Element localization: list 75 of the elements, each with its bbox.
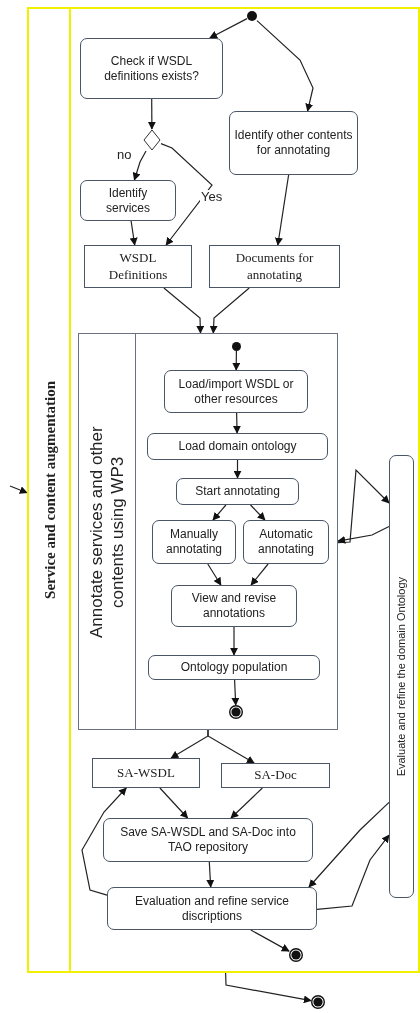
action-box [148, 655, 320, 680]
arrow [230, 787, 263, 819]
action-label: View and revise annotations [190, 591, 278, 621]
arrow [232, 412, 241, 434]
activity-frame [78, 333, 338, 730]
start-node [247, 11, 257, 21]
action-box [152, 520, 236, 564]
object-box [221, 763, 330, 788]
arrow [231, 679, 240, 706]
edge-label: Yes [200, 190, 224, 203]
arrow [250, 929, 290, 952]
end-node [289, 948, 303, 962]
arrow [337, 468, 390, 544]
action-box [176, 478, 299, 505]
arrow [132, 150, 147, 181]
arrow [160, 143, 213, 246]
arrow [233, 459, 242, 479]
arrow [209, 18, 248, 39]
arrow [225, 972, 312, 1004]
action-label: Start annotating [195, 484, 280, 499]
arrow [250, 563, 269, 586]
action-label: Identify other contents for annotating [234, 128, 353, 158]
action-box [164, 370, 308, 413]
action-box [107, 887, 317, 930]
arrow [256, 20, 314, 112]
arrow [209, 287, 250, 334]
arrow [274, 174, 290, 246]
arrow [232, 350, 241, 371]
arrow [163, 287, 205, 334]
arrow [147, 98, 156, 130]
action-box [389, 455, 414, 898]
start-node [232, 342, 241, 351]
object-box [209, 245, 340, 288]
action-label: Load/import WSDL or other resources [177, 376, 295, 407]
action-box [80, 38, 223, 99]
action-label: Ontology population [180, 660, 288, 675]
action-box [147, 433, 328, 460]
decision-diamond [143, 129, 161, 151]
action-label: Evaluation and refine service discriptions [133, 893, 291, 924]
action-label: Check if WSDL definitions exists? [103, 53, 200, 84]
object-box [84, 245, 192, 288]
arrow [159, 787, 189, 819]
arrow [206, 861, 215, 888]
swimlane [27, 7, 420, 973]
action-box [243, 520, 329, 564]
action-box [171, 585, 297, 627]
action-label: Manually annotating [164, 527, 224, 557]
action-box [229, 111, 358, 175]
arrow [207, 563, 222, 586]
action-box [103, 818, 313, 862]
arrow [308, 801, 390, 888]
arrow [249, 504, 266, 521]
arrow [212, 504, 227, 521]
object-label: Documents for annotating [234, 250, 315, 283]
action-label: Evaluate and refine the domain Ontology [394, 576, 409, 777]
frame-title: Annotate services and other contents using WP3 [86, 424, 128, 640]
lane-title: Service and content augmentation [41, 381, 60, 599]
object-label: SA-WSDL [117, 764, 175, 782]
arrow [230, 626, 238, 656]
arrow [9, 485, 28, 494]
end-node [311, 995, 325, 1009]
action-label: Identify services [105, 185, 151, 216]
object-label: SA-Doc [254, 767, 297, 784]
arrow [337, 525, 390, 544]
action-label: Save SA-WSDL and SA-Doc into TAO repository [119, 825, 297, 855]
object-label: WSDL Definitions [107, 250, 169, 283]
end-node [229, 705, 243, 719]
arrow [81, 787, 127, 896]
arrow [207, 729, 255, 764]
action-label: Automatic annotating [256, 527, 316, 557]
action-label: Load domain ontology [178, 439, 297, 454]
object-box [92, 758, 200, 788]
arrow [316, 834, 390, 910]
arrow [129, 220, 138, 246]
action-box [80, 180, 176, 221]
